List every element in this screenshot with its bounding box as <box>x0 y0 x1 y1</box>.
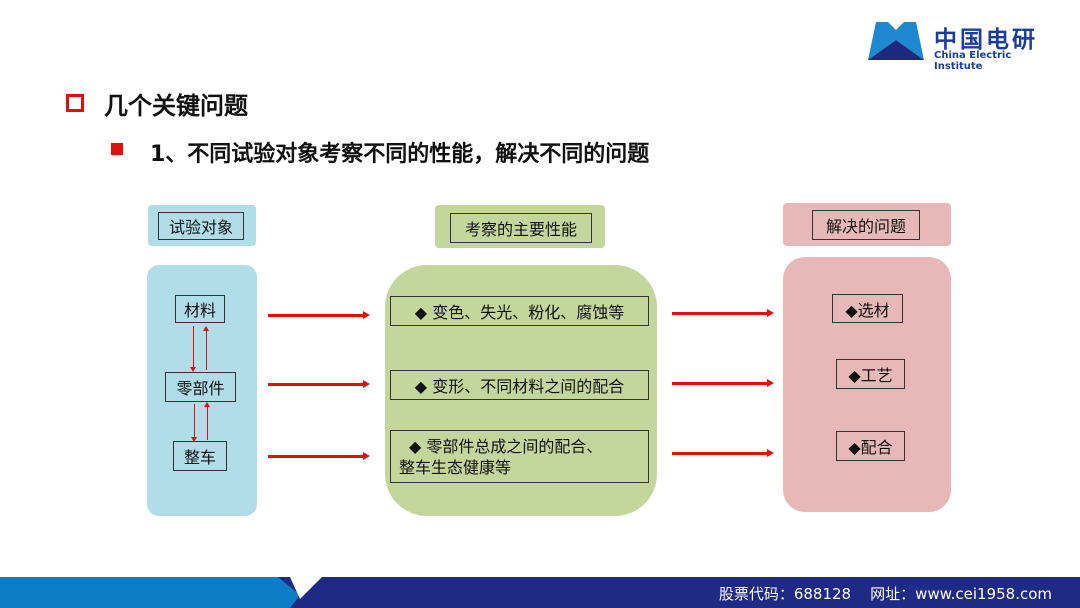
logo-name-cn: 中国电研 <box>934 27 1038 53</box>
problems-panel <box>783 257 951 512</box>
performance-item-line: ◆ 零部件总成之间的配合、 <box>409 436 603 456</box>
arrow-right-icon <box>268 311 370 319</box>
object-item-material: 材料 <box>175 295 225 323</box>
arrow-right-icon <box>268 380 370 388</box>
arrow-right-icon <box>672 309 774 317</box>
performance-item: ◆ 零部件总成之间的配合、 整车生态健康等 <box>390 430 649 483</box>
arrow-up-icon <box>203 326 209 370</box>
arrow-right-icon <box>672 379 774 387</box>
object-item-vehicle: 整车 <box>173 441 227 471</box>
performance-item: ◆ 变色、失光、粉化、腐蚀等 <box>390 296 649 326</box>
performance-header: 考察的主要性能 <box>450 213 592 243</box>
logo-mark-icon <box>868 22 924 60</box>
page-title: 几个关键问题 <box>104 92 248 120</box>
object-item-component: 零部件 <box>165 372 236 402</box>
logo: 中国电研 China Electric Institute <box>866 18 1056 72</box>
filled-square-bullet-icon <box>111 143 123 155</box>
arrow-right-icon <box>672 449 774 457</box>
performance-item-line: 整车生态健康等 <box>399 457 512 477</box>
page-subtitle: 1、不同试验对象考察不同的性能，解决不同的问题 <box>150 142 650 167</box>
problem-item: ◆配合 <box>836 431 905 461</box>
problems-header: 解决的问题 <box>812 210 920 240</box>
problem-item: ◆工艺 <box>836 359 905 389</box>
problem-item: ◆选材 <box>832 294 903 323</box>
performance-panel <box>385 265 657 516</box>
arrow-down-icon <box>191 404 197 442</box>
performance-item: ◆ 变形、不同材料之间的配合 <box>390 370 649 400</box>
performance-header-panel <box>435 205 605 248</box>
hollow-square-bullet-icon <box>66 94 84 112</box>
footer-text: 股票代码：688128 网址：www.cei1958.com <box>718 585 1052 603</box>
arrow-up-icon <box>204 402 210 440</box>
arrow-down-icon <box>190 326 196 372</box>
footer-bar: 股票代码：688128 网址：www.cei1958.com <box>0 577 1080 608</box>
arrow-right-icon <box>268 452 370 460</box>
objects-header: 试验对象 <box>158 212 244 240</box>
footer-band-icon <box>0 577 1080 608</box>
logo-name-en: China Electric Institute <box>934 50 1012 72</box>
